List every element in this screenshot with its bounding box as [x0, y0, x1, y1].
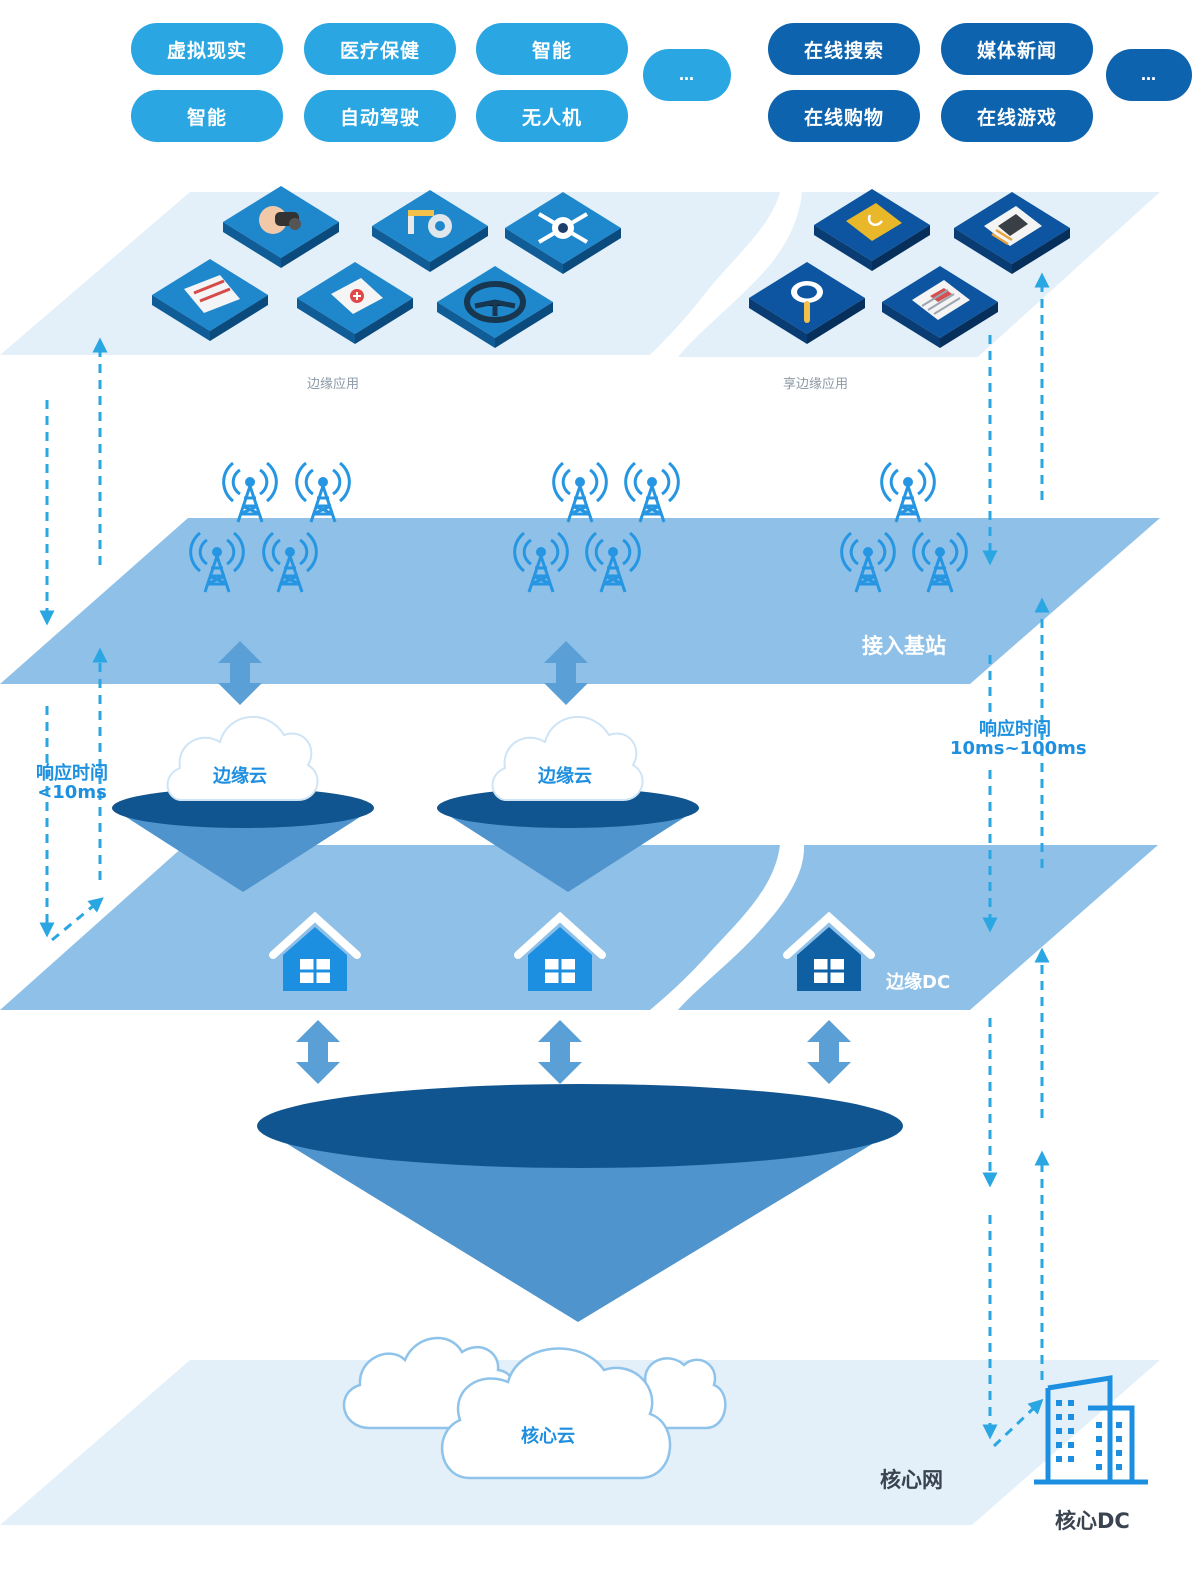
pill-shared-more: … — [1106, 49, 1192, 101]
steering-wheel-icon — [437, 266, 553, 348]
ticket-icon — [152, 259, 268, 341]
pill-healthcare: 医疗保健 — [304, 23, 456, 75]
news-tablet-icon — [954, 192, 1070, 274]
core-cloud — [342, 1336, 727, 1480]
edge-dc-label: 边缘DC — [886, 972, 951, 993]
right-latency-line2: 10ms~100ms — [950, 738, 1087, 759]
pill-vr: 虚拟现实 — [131, 23, 283, 75]
edge-cloud-label-1: 边缘云 — [213, 766, 267, 787]
pill-online-search: 在线搜索 — [768, 23, 920, 75]
left-latency-line2: <10ms — [37, 782, 107, 803]
edge-app-label: 边缘应用 — [307, 377, 360, 392]
robot-arm-icon — [372, 190, 488, 272]
edge-cloud-2 — [437, 715, 699, 892]
edge-cloud-1 — [112, 715, 374, 892]
edge-to-core-arrow-1 — [296, 1020, 340, 1084]
core-net-label: 核心网 — [880, 1468, 943, 1492]
drone-icon — [505, 192, 621, 274]
pill-drone: 无人机 — [476, 90, 628, 142]
left-latency-arrows — [39, 337, 108, 942]
pill-smart-2: 智能 — [131, 90, 283, 142]
edge-to-core-arrow-3 — [807, 1020, 851, 1084]
edge-cloud-label-2: 边缘云 — [538, 766, 592, 787]
pill-media-news: 媒体新闻 — [941, 23, 1093, 75]
pill-edge-more: … — [643, 49, 731, 101]
right-latency-line1: 响应时间 — [979, 719, 1051, 740]
pill-smart-1: 智能 — [476, 23, 628, 75]
shopping-bag-icon — [814, 189, 930, 271]
shared-app-label: 享边缘应用 — [783, 377, 849, 392]
building-icon — [1034, 1375, 1148, 1485]
search-icon — [749, 262, 865, 344]
left-latency-label: 响应时间 <10ms — [26, 764, 118, 802]
pill-online-gaming: 在线游戏 — [941, 90, 1093, 142]
edge-to-core-arrow-2 — [538, 1020, 582, 1084]
vr-headset-icon — [223, 186, 339, 268]
right-latency-arrows — [982, 272, 1050, 1448]
core-dc-label: 核心DC — [1055, 1509, 1130, 1533]
browser-window-icon — [882, 266, 998, 348]
right-latency-label: 响应时间 10ms~100ms — [950, 719, 1087, 759]
pill-autonomous-driving: 自动驾驶 — [304, 90, 456, 142]
core-funnel — [257, 1084, 903, 1322]
pill-online-shopping: 在线购物 — [768, 90, 920, 142]
left-latency-line1: 响应时间 — [36, 763, 108, 784]
access-station-label: 接入基站 — [862, 634, 946, 658]
core-cloud-label: 核心云 — [521, 1426, 575, 1447]
medical-kit-icon — [297, 262, 413, 344]
